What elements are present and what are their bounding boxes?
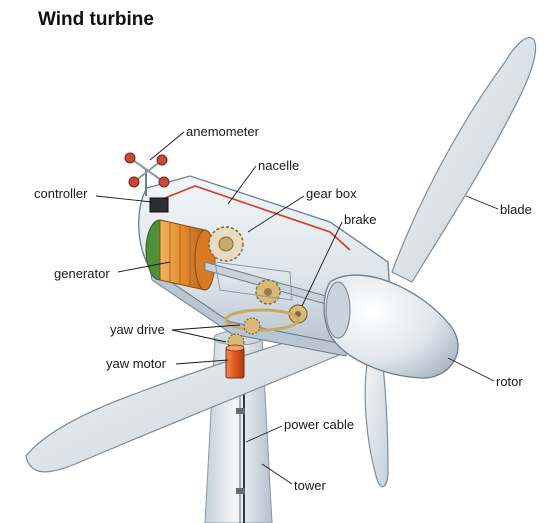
rotor-hub xyxy=(323,274,459,379)
label-yaw-motor: yaw motor xyxy=(106,356,166,371)
generator xyxy=(145,219,216,291)
label-anemometer: anemometer xyxy=(186,124,259,139)
label-tower: tower xyxy=(294,478,326,493)
label-nacelle: nacelle xyxy=(258,158,300,173)
anemometer xyxy=(124,152,170,196)
nacelle-underside xyxy=(149,266,349,357)
blade-upper xyxy=(391,37,537,283)
label-yaw-drive: yaw drive xyxy=(110,322,165,337)
blade-lower xyxy=(364,355,389,488)
label-power-cable: power cable xyxy=(284,417,355,432)
leader-lines xyxy=(95,131,499,485)
diagram-title: Wind turbine xyxy=(38,9,154,30)
cable-clip xyxy=(236,488,245,494)
label-controller: controller xyxy=(34,186,88,201)
label-gear-box: gear box xyxy=(306,186,357,201)
gear-box xyxy=(208,226,293,305)
label-blade: blade xyxy=(500,202,532,217)
controller-box xyxy=(149,197,169,213)
label-brake: brake xyxy=(344,212,377,227)
cable-clip xyxy=(236,408,245,414)
label-rotor: rotor xyxy=(496,374,523,389)
control-wire xyxy=(159,185,351,251)
yaw-motor xyxy=(225,344,245,379)
label-generator: generator xyxy=(54,266,110,281)
